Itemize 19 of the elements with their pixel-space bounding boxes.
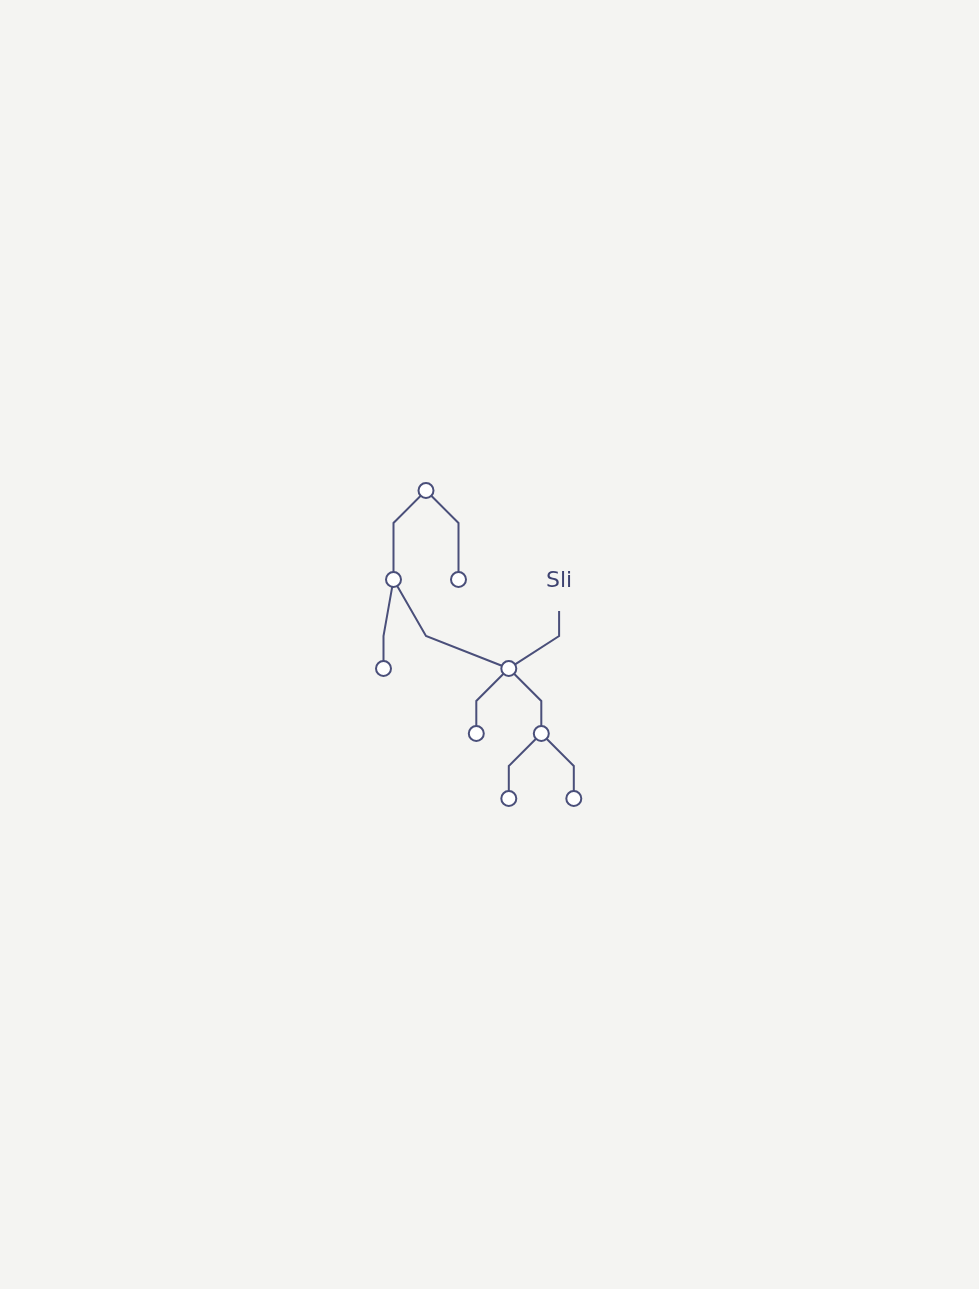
connector xyxy=(430,494,460,573)
node-circle xyxy=(450,571,468,588)
connector xyxy=(396,585,504,667)
node-circle xyxy=(417,482,435,499)
node-circle xyxy=(375,660,393,677)
node-circle xyxy=(533,725,551,742)
connector xyxy=(392,494,423,573)
connector xyxy=(546,737,576,792)
node-text: Sli xyxy=(546,567,573,592)
node-circle xyxy=(500,660,518,677)
connector xyxy=(514,610,561,666)
connector xyxy=(513,672,543,727)
node-circle xyxy=(500,790,518,807)
node-circle xyxy=(385,571,403,588)
node-circle xyxy=(468,725,486,742)
connector xyxy=(382,585,394,662)
connector xyxy=(475,672,505,727)
node-circle xyxy=(565,790,583,807)
connector xyxy=(508,737,538,792)
